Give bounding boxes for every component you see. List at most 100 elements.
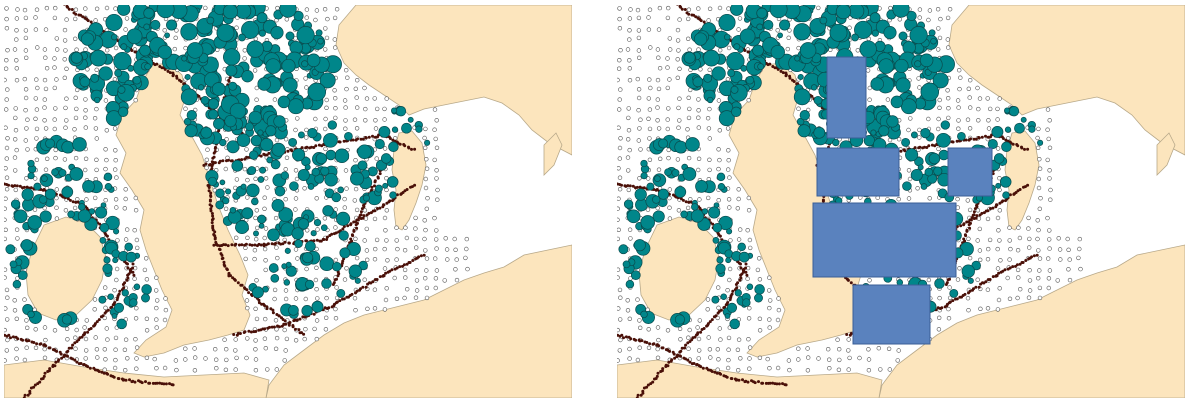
empty-station-marker <box>697 197 702 202</box>
track-point <box>973 207 977 211</box>
track-point <box>737 378 741 382</box>
empty-station-marker <box>413 295 419 300</box>
catch-marker <box>711 295 720 304</box>
empty-station-marker <box>183 346 188 351</box>
empty-station-marker <box>15 7 20 12</box>
empty-station-marker <box>917 135 922 140</box>
empty-station-marker <box>465 266 470 272</box>
track-point <box>1035 253 1039 257</box>
track-point <box>42 188 46 191</box>
track-point <box>972 210 976 214</box>
track-point <box>626 184 630 188</box>
catch-marker <box>724 313 731 319</box>
empty-station-marker <box>767 366 772 371</box>
empty-station-marker <box>618 136 623 141</box>
empty-station-marker <box>43 27 49 32</box>
catch-marker <box>991 125 1004 138</box>
track-point <box>68 198 72 202</box>
catch-marker <box>793 88 811 106</box>
empty-station-marker <box>63 208 69 213</box>
empty-station-marker <box>253 306 258 311</box>
track-point <box>1023 147 1026 151</box>
empty-station-marker <box>725 77 731 82</box>
empty-station-marker <box>432 127 437 132</box>
empty-station-marker <box>33 15 38 20</box>
empty-station-marker <box>434 176 439 181</box>
track-point <box>371 280 375 284</box>
track-point <box>11 335 15 339</box>
track-point <box>684 343 688 347</box>
empty-station-marker <box>63 125 68 130</box>
empty-station-marker <box>282 327 287 333</box>
catch-marker <box>17 270 28 281</box>
track-point <box>757 380 760 384</box>
catch-marker <box>44 188 56 200</box>
empty-station-marker <box>303 296 308 302</box>
track-point <box>382 274 386 278</box>
track-point <box>293 318 297 322</box>
empty-station-marker <box>422 135 427 141</box>
empty-station-marker <box>283 197 288 202</box>
track-point <box>355 289 359 293</box>
empty-station-marker <box>83 6 88 11</box>
empty-station-marker <box>423 185 429 191</box>
empty-station-marker <box>1078 266 1083 272</box>
empty-station-marker <box>382 106 387 112</box>
track-point <box>113 301 117 305</box>
empty-station-marker <box>617 57 622 63</box>
empty-station-marker <box>272 97 278 102</box>
empty-station-marker <box>24 126 29 131</box>
empty-station-marker <box>112 365 118 371</box>
track-point <box>679 197 683 201</box>
empty-station-marker <box>242 166 248 172</box>
overlay-box-north <box>826 56 867 139</box>
track-point <box>66 349 70 353</box>
empty-station-marker <box>94 106 99 112</box>
empty-station-marker <box>365 257 370 263</box>
track-point <box>634 338 638 342</box>
empty-station-marker <box>846 348 851 353</box>
track-point <box>59 352 63 356</box>
empty-station-marker <box>322 6 328 12</box>
empty-station-marker <box>1048 197 1053 202</box>
empty-station-marker <box>1018 287 1023 292</box>
catch-marker <box>301 60 309 68</box>
empty-station-marker <box>625 298 630 303</box>
empty-station-marker <box>1046 136 1051 142</box>
track-point <box>236 281 240 285</box>
empty-station-marker <box>995 307 1001 312</box>
track-point <box>403 144 407 148</box>
empty-station-marker <box>1045 215 1050 221</box>
empty-station-marker <box>665 5 671 11</box>
track-point <box>207 189 211 193</box>
catch-marker <box>777 32 783 39</box>
track-point <box>744 270 748 274</box>
track-point <box>646 383 650 387</box>
catch-marker <box>33 182 42 191</box>
track-point <box>51 363 55 367</box>
empty-station-marker <box>676 105 681 111</box>
empty-station-marker <box>15 236 20 241</box>
empty-station-marker <box>113 148 118 153</box>
track-point <box>775 382 779 386</box>
empty-station-marker <box>313 277 319 283</box>
empty-station-marker <box>956 105 961 110</box>
track-point <box>656 371 660 375</box>
track-point <box>240 243 244 247</box>
track-point <box>21 338 25 342</box>
track-point <box>100 370 104 374</box>
empty-station-marker <box>224 137 229 142</box>
empty-station-marker <box>204 165 209 170</box>
empty-station-marker <box>955 196 960 202</box>
track-point <box>694 15 698 19</box>
track-point <box>71 343 75 347</box>
empty-station-marker <box>252 256 257 262</box>
empty-station-marker <box>52 126 57 132</box>
empty-station-marker <box>73 115 79 121</box>
empty-station-marker <box>25 147 30 152</box>
empty-station-marker <box>675 57 680 62</box>
empty-station-marker <box>64 118 69 123</box>
empty-station-marker <box>667 77 672 82</box>
empty-station-marker <box>1047 228 1052 233</box>
catch-marker <box>835 5 851 20</box>
